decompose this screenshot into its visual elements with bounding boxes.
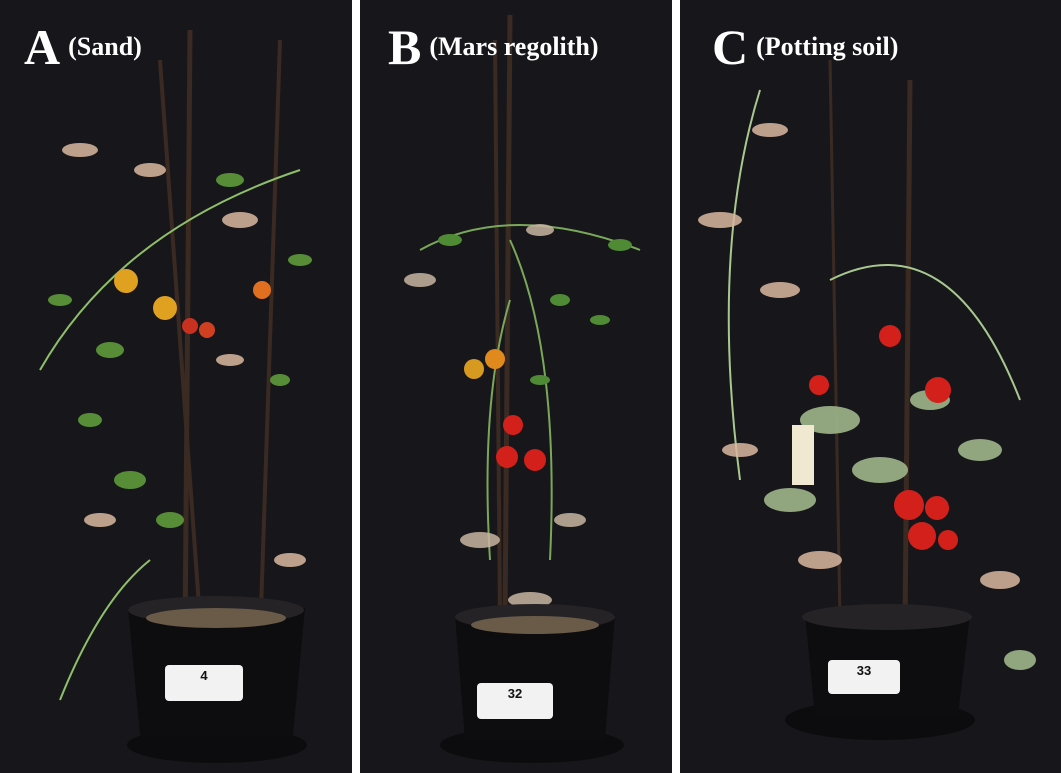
plant-photo-potting-soil — [698, 59, 1036, 740]
pot-number: 33 — [856, 663, 872, 678]
panel-caption: (Mars regolith) — [429, 32, 599, 61]
pot-label: 33 — [828, 660, 900, 694]
panel-caption: (Sand) — [68, 32, 142, 61]
panel-b-mars-regolith: B(Mars regolith) 32 — [360, 0, 672, 773]
plant-photo-sand — [39, 29, 312, 763]
panel-letter: B — [388, 19, 422, 75]
panel-letter: C — [712, 19, 749, 75]
panel-letter: A — [24, 19, 61, 75]
pot-label: 32 — [477, 683, 553, 719]
pot-number: 32 — [507, 686, 523, 701]
pot-label: 4 — [165, 665, 243, 701]
panel-a-sand: A(Sand) 4 — [0, 0, 352, 773]
panel-c-potting-soil: C(Potting soil) 33 — [680, 0, 1061, 773]
pot-number: 4 — [200, 668, 208, 683]
panel-caption: (Potting soil) — [756, 32, 899, 61]
panel-title: A(Sand) — [24, 18, 142, 76]
panel-title: B(Mars regolith) — [388, 18, 599, 76]
panel-title: C(Potting soil) — [712, 18, 898, 76]
plant-photo-mars-regolith — [404, 14, 641, 763]
